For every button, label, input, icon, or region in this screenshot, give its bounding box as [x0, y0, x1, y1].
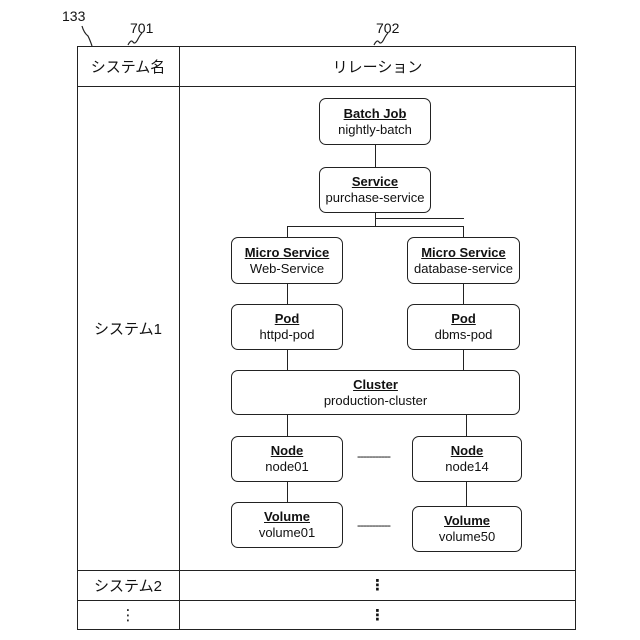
node-type-label: Node	[451, 443, 484, 459]
node-volume01: Volume volume01	[231, 502, 343, 548]
node-pod-dbms: Pod dbms-pod	[407, 304, 520, 350]
node-type-label: Volume	[444, 513, 490, 529]
edge-db-pod	[463, 284, 464, 305]
header-system-name: システム名	[77, 46, 179, 86]
node-node01: Node node01	[231, 436, 343, 482]
node-type-label: Micro Service	[421, 245, 506, 261]
node-value-label: nightly-batch	[338, 122, 412, 138]
edge-branch-horizontal	[287, 226, 464, 227]
ref-numeral-relation-column: 702	[376, 20, 399, 36]
node-type-label: Batch Job	[344, 106, 407, 122]
node-cluster: Cluster production-cluster	[231, 370, 520, 415]
edge-cluster-node01	[287, 415, 288, 437]
row-more-relation: ⋮	[179, 600, 576, 630]
node-type-label: Micro Service	[245, 245, 330, 261]
node-volume50: Volume volume50	[412, 506, 522, 552]
edge-batch-service	[375, 145, 376, 168]
node-type-label: Service	[352, 174, 398, 190]
row-system-2-name: システム2	[77, 570, 179, 600]
edge-node14-vol50	[466, 482, 467, 507]
node-type-label: Pod	[451, 311, 476, 327]
node-value-label: production-cluster	[324, 393, 427, 409]
edge-httpd-cluster	[287, 350, 288, 371]
node-value-label: node01	[265, 459, 308, 475]
edge-cluster-node14	[466, 415, 467, 437]
column-divider	[179, 46, 180, 630]
edge-dbms-cluster	[463, 350, 464, 371]
edge-service-branch	[375, 213, 376, 227]
row-system-1-name: システム1	[77, 86, 179, 570]
header-relation: リレーション	[179, 46, 576, 86]
node-service: Service purchase-service	[319, 167, 431, 213]
edge-branch-horizontal-ext	[375, 218, 464, 219]
node-value-label: database-service	[414, 261, 513, 277]
node-value-label: purchase-service	[326, 190, 425, 206]
ellipsis-volumes: -----------	[357, 520, 390, 530]
node-value-label: dbms-pod	[435, 327, 493, 343]
node-node14: Node node14	[412, 436, 522, 482]
node-value-label: node14	[445, 459, 488, 475]
edge-node01-vol01	[287, 482, 288, 503]
node-micro-service-web: Micro Service Web-Service	[231, 237, 343, 284]
node-value-label: volume50	[439, 529, 495, 545]
node-batch-job: Batch Job nightly-batch	[319, 98, 431, 145]
node-type-label: Pod	[275, 311, 300, 327]
row-system-2-relation: ⋮	[179, 570, 576, 600]
ellipsis-nodes: -----------	[357, 451, 390, 461]
node-value-label: Web-Service	[250, 261, 324, 277]
node-type-label: Volume	[264, 509, 310, 525]
ref-numeral-name-column: 701	[130, 20, 153, 36]
row-more-name: ⋮	[77, 600, 179, 630]
edge-web-pod	[287, 284, 288, 305]
ref-numeral-table: 133	[62, 8, 85, 24]
node-pod-httpd: Pod httpd-pod	[231, 304, 343, 350]
node-micro-service-database: Micro Service database-service	[407, 237, 520, 284]
node-type-label: Node	[271, 443, 304, 459]
node-value-label: volume01	[259, 525, 315, 541]
node-type-label: Cluster	[353, 377, 398, 393]
node-value-label: httpd-pod	[260, 327, 315, 343]
